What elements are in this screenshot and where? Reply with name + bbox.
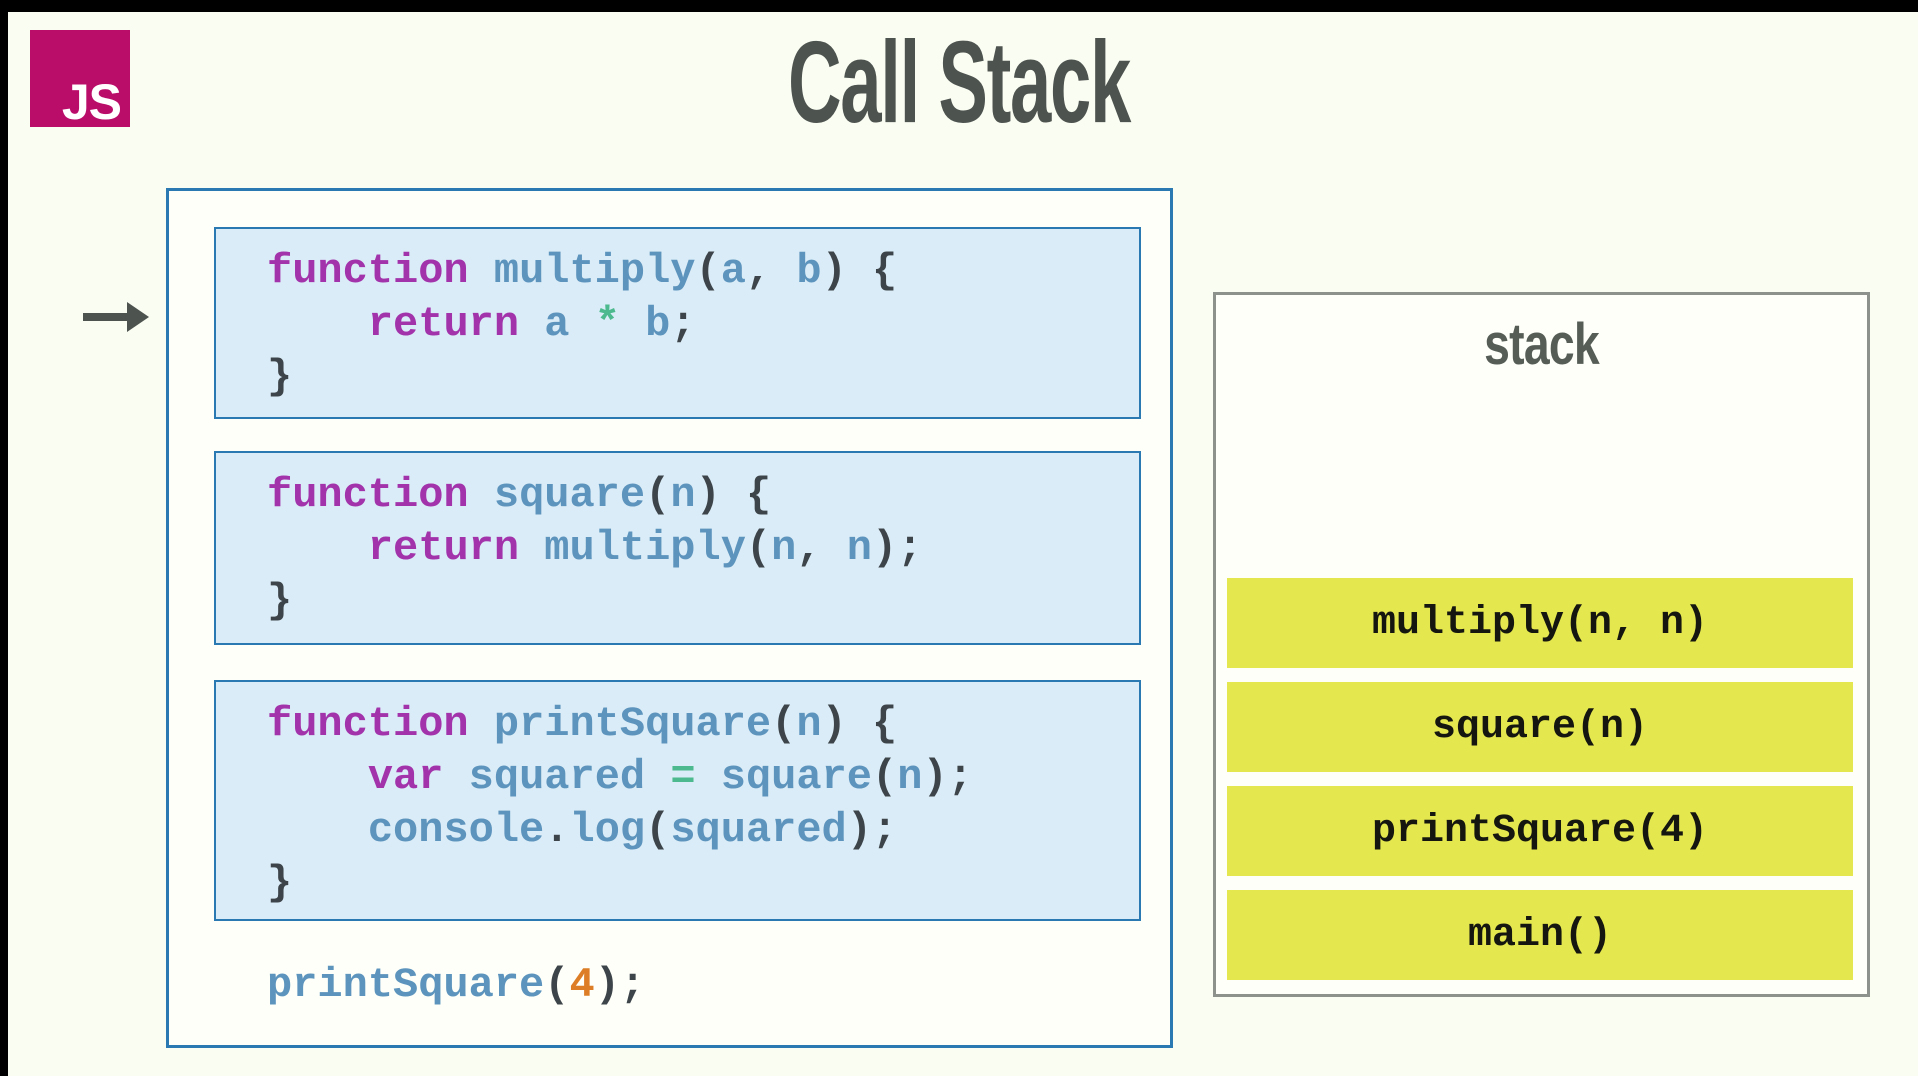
code-token-pu: ) (821, 700, 847, 748)
code-token-id: b (796, 247, 822, 295)
code-token-pu: ( (771, 700, 797, 748)
code-token-id: multiply (544, 524, 746, 572)
code-token-pl (469, 247, 494, 295)
stack-frame: square(n) (1227, 682, 1853, 772)
page-title: Call Stack (787, 17, 1131, 147)
code-token-pu: ( (745, 524, 772, 572)
code-token-op: = (670, 753, 696, 801)
code-token-pu: { (745, 471, 772, 519)
code-token-pl (570, 300, 595, 348)
js-logo-text: JS (61, 74, 122, 130)
current-line-arrow-icon (83, 302, 149, 332)
code-token-pu: { (871, 700, 898, 748)
code-token-pl (443, 753, 468, 801)
code-token-id: a (720, 247, 746, 295)
code-token-pl (267, 806, 368, 854)
code-token-pl (696, 753, 721, 801)
code-token-pl (721, 471, 746, 519)
code-token-id: multiply (493, 247, 696, 295)
stack-panel-title: stack (1484, 312, 1599, 377)
code-block-square: function square(n) { return multiply(n, … (214, 451, 1141, 645)
code-token-pu: } (267, 353, 293, 401)
code-call-line: printSquare(4); (267, 959, 645, 1012)
code-token-kw: var (367, 753, 444, 801)
code-token-pu: . (544, 806, 570, 854)
code-token-pu: ); (872, 524, 923, 572)
code-block-multiply: function multiply(a, b) { return a * b;} (214, 227, 1141, 419)
stack-frame: printSquare(4) (1227, 786, 1853, 876)
code-token-id: squared (670, 806, 847, 854)
code-token-op: * (594, 300, 620, 348)
code-line: console.log(squared); (267, 804, 1139, 857)
js-logo: JS (30, 30, 130, 127)
code-token-id: square (720, 753, 872, 801)
code-token-id: n (670, 471, 696, 519)
code-token-pl (847, 247, 872, 295)
code-token-pu: } (267, 577, 293, 625)
code-token-id: squared (468, 753, 646, 801)
letterbox-top (0, 0, 1918, 12)
code-token-pl (847, 700, 872, 748)
code-block-printsquare: function printSquare(n) { var squared = … (214, 680, 1141, 921)
letterbox-left (0, 0, 8, 1076)
code-token-pl (645, 753, 670, 801)
code-token-pl (822, 524, 847, 572)
code-panel: function multiply(a, b) { return a * b;}… (166, 188, 1173, 1048)
code-token-kw: function (267, 700, 469, 748)
code-line: return multiply(n, n); (267, 522, 1139, 575)
code-token-id: printSquare (267, 961, 545, 1009)
code-token-pu: , (796, 524, 822, 572)
code-line: return a * b; (267, 298, 1139, 351)
code-line: } (267, 857, 1139, 910)
code-token-pu: ( (544, 961, 570, 1009)
code-line: function printSquare(n) { (267, 698, 1139, 751)
code-token-id: a (544, 300, 570, 348)
code-line: } (267, 575, 1139, 628)
code-token-id: n (897, 753, 923, 801)
code-token-pl (267, 524, 368, 572)
stack-frames: multiply(n, n) square(n) printSquare(4) mai… (1227, 578, 1853, 980)
code-token-kw: return (367, 300, 520, 348)
code-token-pu: ); (594, 961, 646, 1009)
code-token-pl (469, 471, 494, 519)
code-token-id: b (645, 300, 671, 348)
code-token-pu: ( (695, 247, 721, 295)
code-line: function square(n) { (267, 469, 1139, 522)
code-token-pu: ( (645, 806, 671, 854)
code-token-pu: ) (821, 247, 847, 295)
code-line: var squared = square(n); (267, 751, 1139, 804)
code-token-pu: ( (872, 753, 898, 801)
code-token-id: console (367, 806, 545, 854)
code-token-pu: , (745, 247, 772, 295)
code-line: function multiply(a, b) { (267, 245, 1139, 298)
code-line: } (267, 351, 1139, 404)
code-token-pu: { (872, 247, 898, 295)
code-token-pl (519, 524, 544, 572)
code-token-pl (469, 700, 494, 748)
code-token-pl (519, 300, 544, 348)
stack-frame: main() (1227, 890, 1853, 980)
code-token-pl (267, 300, 368, 348)
code-token-id: n (796, 700, 822, 748)
code-token-kw: function (267, 247, 469, 295)
code-token-pl (771, 247, 796, 295)
code-token-kw: function (267, 471, 469, 519)
code-token-id: square (493, 471, 646, 519)
code-token-pu: } (267, 859, 293, 907)
code-token-id: log (569, 806, 646, 854)
code-token-pu: ); (846, 806, 898, 854)
code-token-id: n (846, 524, 873, 572)
code-token-id: n (771, 524, 797, 572)
code-token-pl (620, 300, 645, 348)
stack-frame: multiply(n, n) (1227, 578, 1853, 668)
stack-panel: stack multiply(n, n) square(n) printSquare… (1213, 292, 1870, 997)
code-token-num: 4 (569, 961, 595, 1009)
code-token-kw: return (367, 524, 520, 572)
code-token-pu: ( (645, 471, 671, 519)
code-token-pl (267, 753, 368, 801)
code-token-id: printSquare (493, 700, 772, 748)
code-token-pu: ; (670, 300, 696, 348)
code-token-pu: ); (922, 753, 973, 801)
code-token-pu: ) (695, 471, 721, 519)
